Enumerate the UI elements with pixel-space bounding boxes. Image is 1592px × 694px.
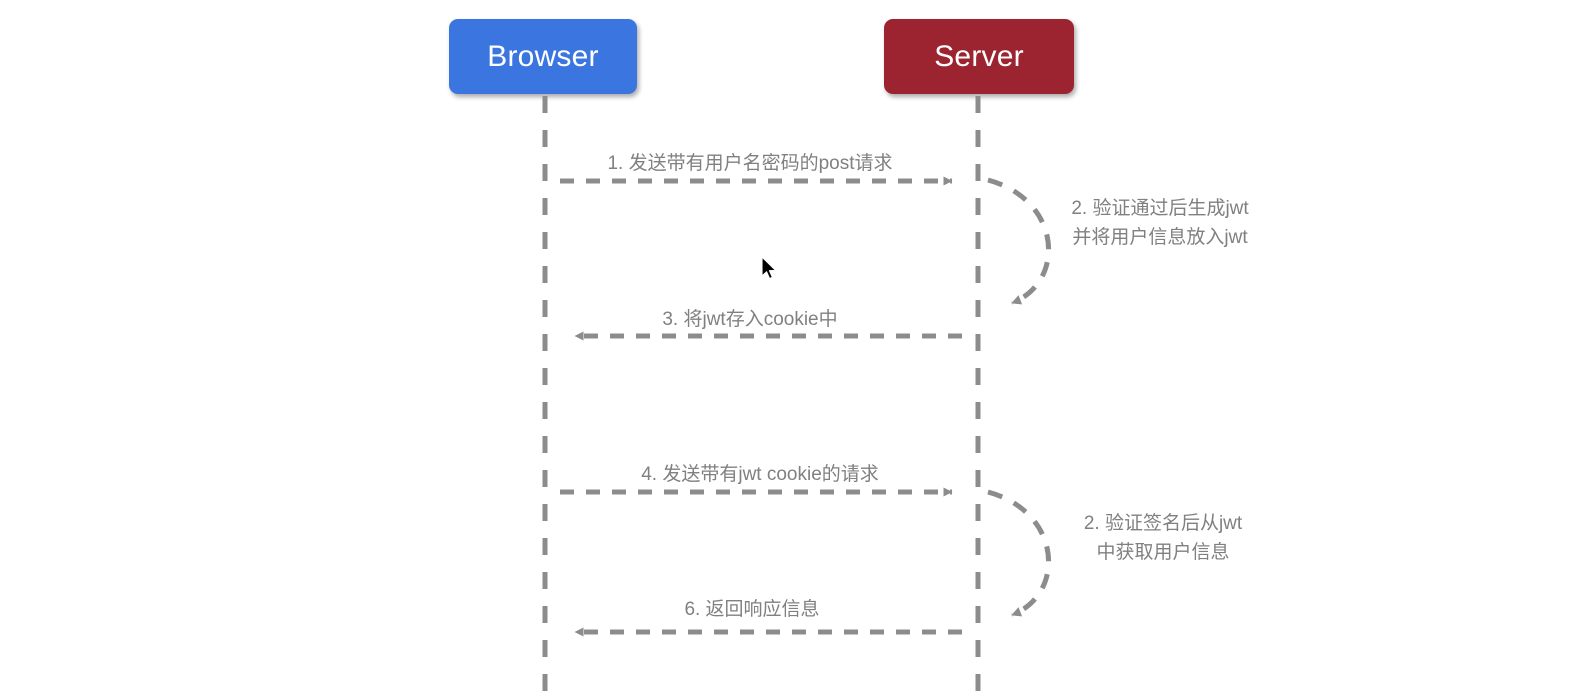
participant-server-label: Server (934, 39, 1024, 73)
self-message-note-1-line-1: 2. 验证通过后生成jwt (1071, 198, 1249, 219)
participant-server[interactable]: Server (884, 19, 1074, 94)
message-label-4: 4. 发送带有jwt cookie的请求 (641, 464, 879, 485)
mouse-cursor-icon (761, 256, 777, 280)
message-label-3: 3. 将jwt存入cookie中 (662, 309, 838, 330)
self-message-note-1-line-2: 并将用户信息放入jwt (1072, 227, 1248, 248)
message-label-1: 1. 发送带有用户名密码的post请求 (607, 153, 893, 174)
self-message-note-2-line-2: 中获取用户信息 (1096, 542, 1230, 563)
self-message-arc-1 (987, 177, 1051, 306)
participant-browser[interactable]: Browser (449, 19, 637, 94)
self-message-note-2-line-1: 2. 验证签名后从jwt (1083, 513, 1243, 534)
message-label-6: 6. 返回响应信息 (684, 599, 820, 620)
participant-browser-label: Browser (487, 39, 599, 73)
self-message-arc-2 (987, 489, 1051, 618)
self-message-note-1: 2. 验证通过后生成jwt 并将用户信息放入jwt (1071, 194, 1248, 252)
self-message-note-2: 2. 验证签名后从jwt 中获取用户信息 (1084, 509, 1242, 567)
